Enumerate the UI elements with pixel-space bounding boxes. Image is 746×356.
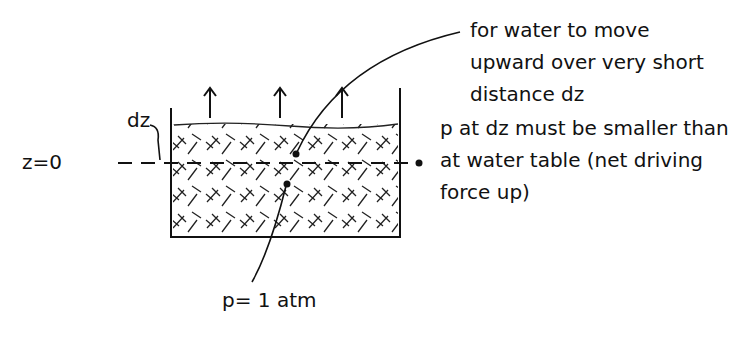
soil-hatching — [173, 124, 398, 235]
point-dz — [293, 151, 300, 158]
dz-bracket — [150, 125, 160, 160]
soil-surface — [174, 123, 398, 128]
annotation-note: for water to move upward over very short… — [470, 14, 720, 110]
leader-line — [252, 186, 286, 282]
leader-line — [297, 32, 460, 152]
axis-label: z=0 — [22, 146, 112, 178]
upward-arrows — [204, 88, 348, 118]
water-table-line — [118, 162, 414, 164]
dimension-label: dz — [127, 104, 167, 136]
point-water-table — [284, 181, 291, 188]
pressure-label: p= 1 atm — [222, 284, 382, 316]
annotation-note: p at dz must be smaller than at water ta… — [440, 112, 730, 208]
water-table-dot — [416, 160, 423, 167]
